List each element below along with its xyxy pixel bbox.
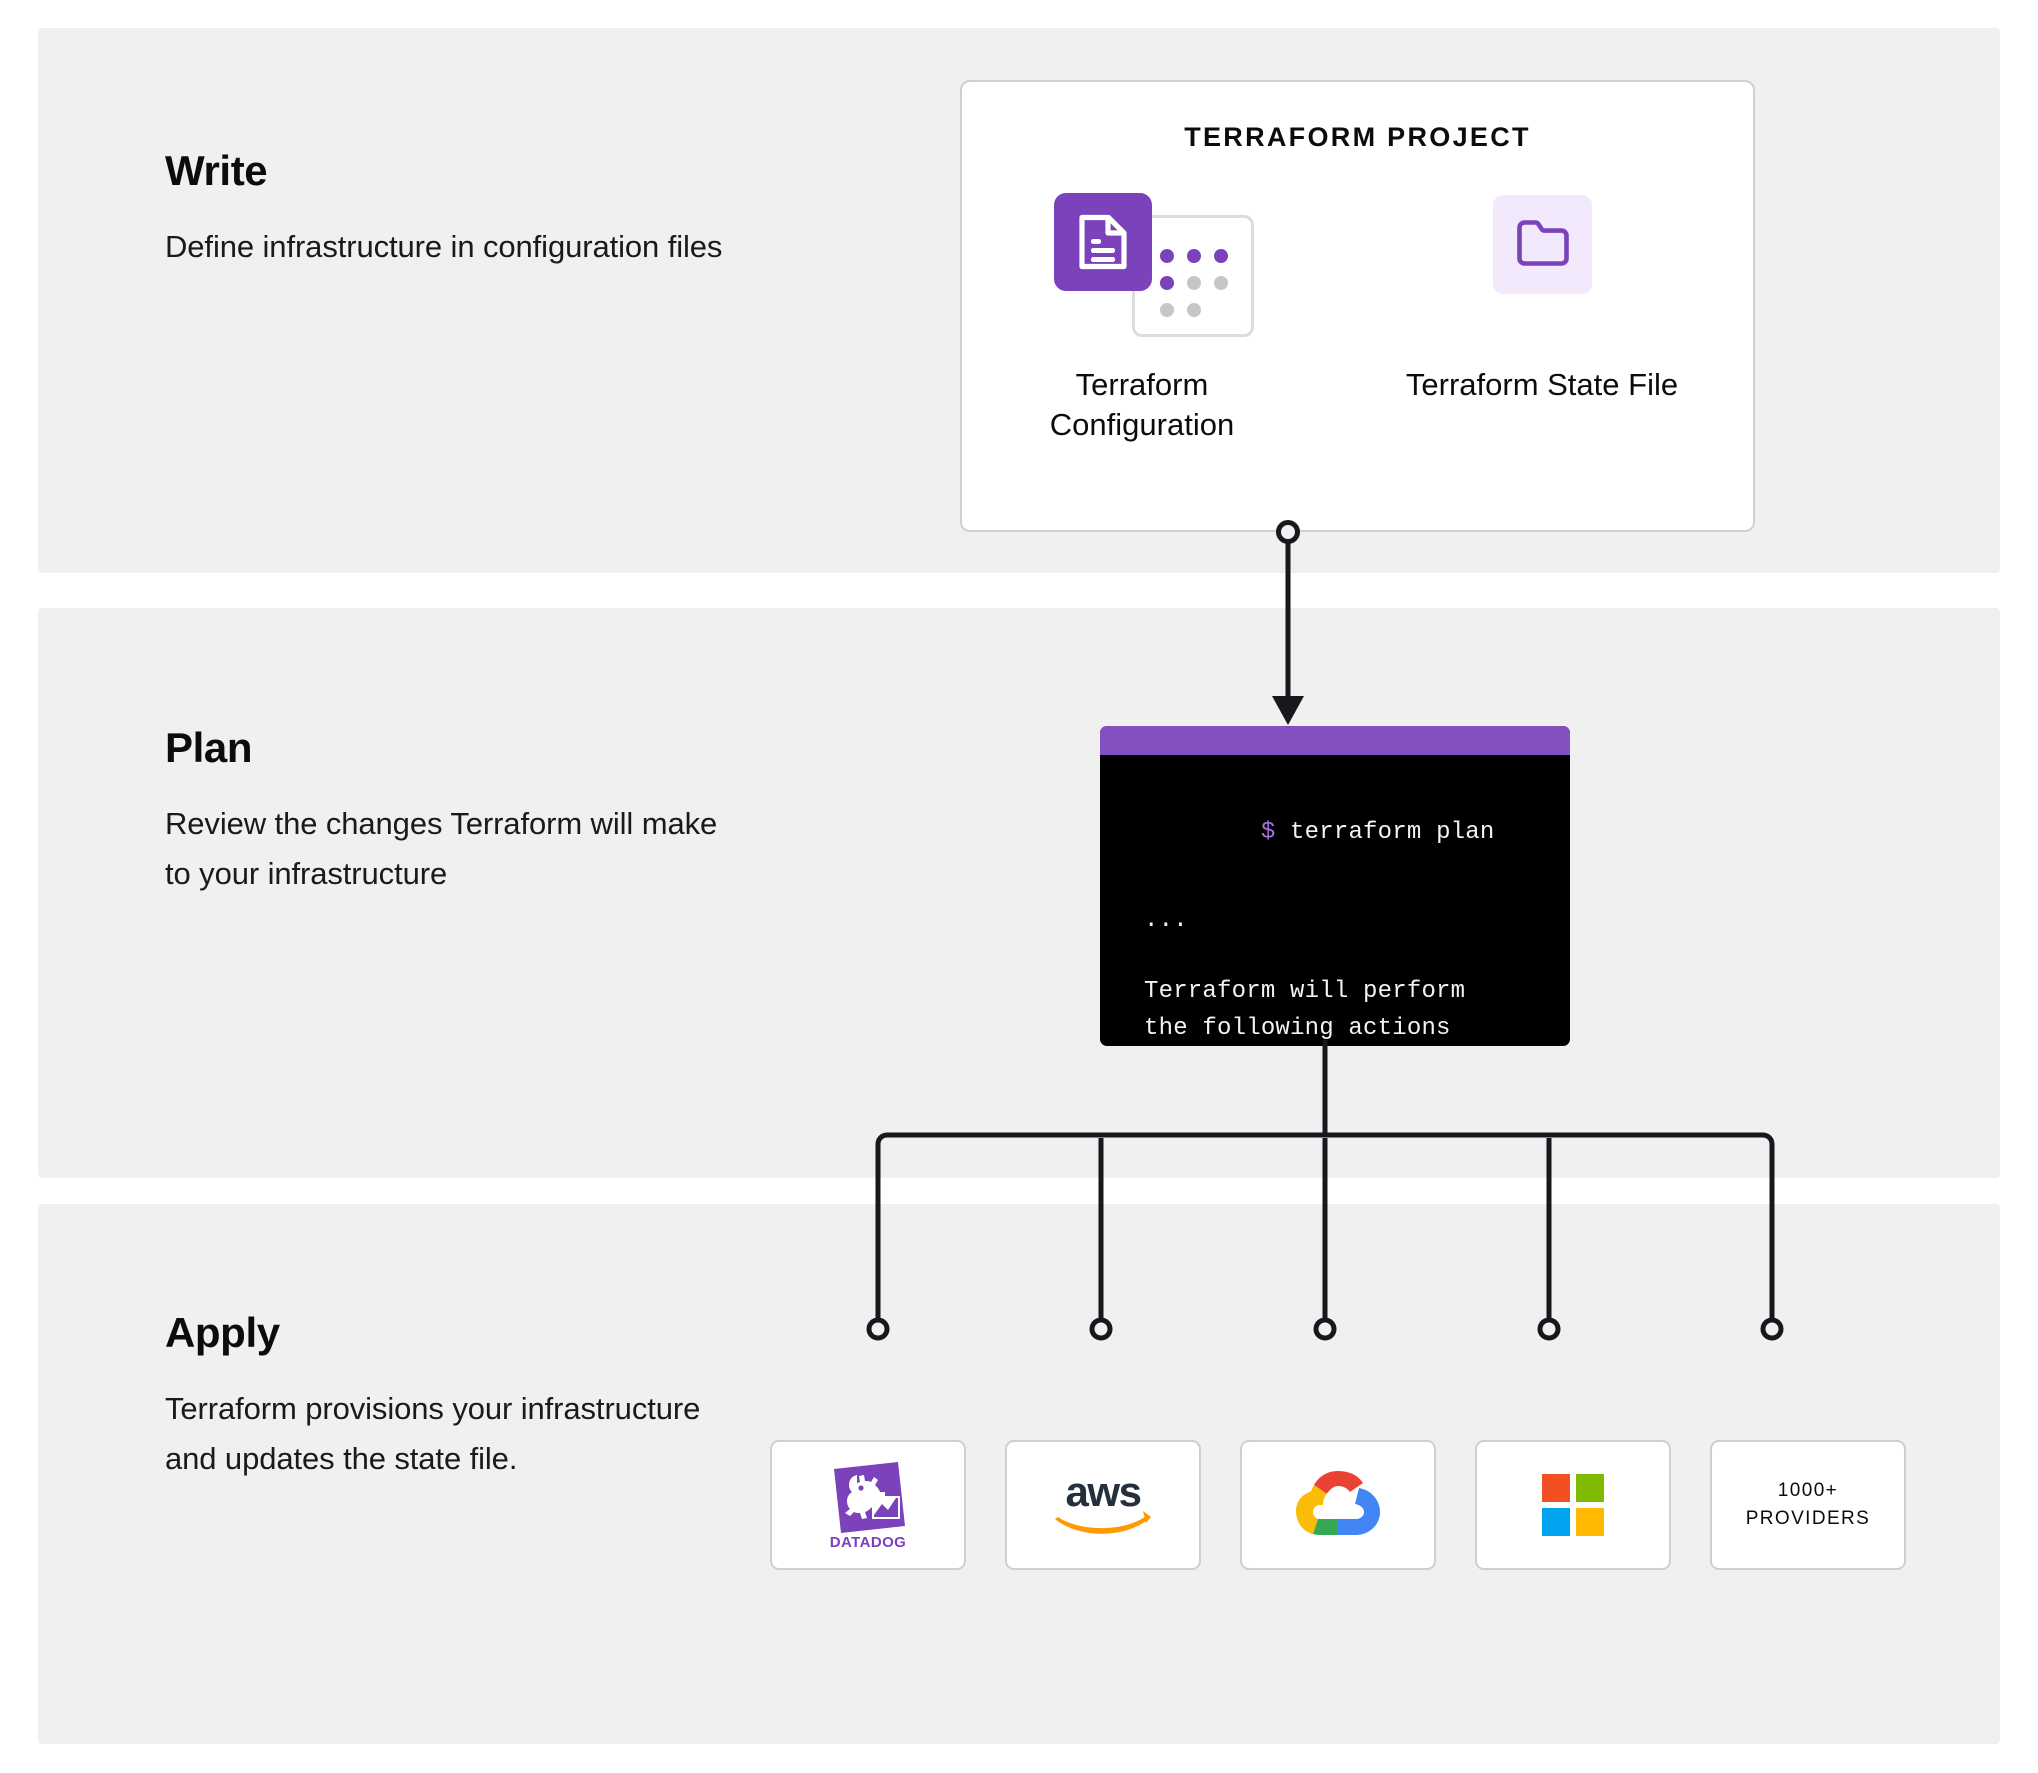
step-body-apply: Terraform provisions your infrastructure…: [165, 1391, 701, 1477]
connector-terminal-to-providers: [866, 1040, 1784, 1341]
provider-card-google-cloud[interactable]: [1240, 1440, 1436, 1570]
providers-count-label: 1000+ PROVIDERS: [1746, 1477, 1871, 1532]
terminal-message-line-2: the following actions: [1144, 1015, 1451, 1043]
step-apply: Apply Terraform provisions your infrastr…: [165, 1309, 725, 1485]
terminal-ellipsis: ...: [1144, 907, 1188, 934]
project-card-title: TERRAFORM PROJECT: [1184, 122, 1531, 152]
provider-card-microsoft[interactable]: [1475, 1440, 1671, 1570]
google-cloud-logo: [1296, 1471, 1380, 1535]
provider-card-more-providers[interactable]: 1000+ PROVIDERS: [1710, 1440, 1906, 1570]
step-heading-apply: Apply: [165, 1309, 280, 1356]
providers-count-line-1: 1000+: [1777, 1480, 1839, 1502]
section-panel-plan: [38, 608, 2000, 1178]
aws-logo: aws: [1055, 1469, 1151, 1534]
datadog-logo: DATADOG: [830, 1462, 906, 1551]
step-write: Write Define infrastructure in configura…: [165, 147, 725, 272]
connector-project-to-terminal: [1272, 520, 1304, 725]
terminal-message-line-1: Terraform will perform: [1144, 978, 1466, 1005]
terminal-window: $ terraform plan ... Terraform will perf…: [1100, 726, 1570, 1046]
state-file-artwork: [1392, 187, 1692, 339]
microsoft-logo: [1542, 1474, 1604, 1536]
provider-card-aws[interactable]: aws: [1005, 1440, 1201, 1570]
terminal-command-line: $ terraform plan: [1144, 797, 1570, 869]
step-body-write: Define infrastructure in configuration f…: [165, 229, 723, 265]
step-body-plan: Review the changes Terraform will make t…: [165, 806, 718, 892]
asset-terraform-configuration: Terraform Configuration: [992, 187, 1292, 444]
step-heading-write: Write: [165, 147, 268, 194]
config-dot-grid: [1160, 249, 1228, 317]
terminal-command: terraform plan: [1290, 819, 1495, 846]
configuration-artwork: [992, 187, 1292, 339]
terminal-prompt-symbol: $: [1260, 819, 1276, 846]
svg-text:DATADOG: DATADOG: [830, 1534, 906, 1551]
terraform-project-card: TERRAFORM PROJECT: [960, 80, 1755, 532]
asset-terraform-state-file: Terraform State File: [1392, 187, 1692, 405]
terminal-message: Terraform will perform the following act…: [1144, 973, 1570, 1046]
asset-label-configuration: Terraform Configuration: [1049, 367, 1235, 442]
terminal-title-bar: [1100, 726, 1570, 755]
svg-text:aws: aws: [1066, 1469, 1141, 1515]
providers-count-line-2: PROVIDERS: [1745, 1508, 1871, 1529]
folder-icon: [1493, 195, 1592, 294]
terminal-output: $ terraform plan ... Terraform will perf…: [1100, 755, 1570, 1046]
provider-card-datadog[interactable]: DATADOG: [770, 1440, 966, 1570]
asset-label-state-file: Terraform State File: [1405, 367, 1679, 402]
step-plan: Plan Review the changes Terraform will m…: [165, 724, 725, 900]
step-heading-plan: Plan: [165, 724, 253, 771]
document-file-icon: [1054, 193, 1152, 291]
